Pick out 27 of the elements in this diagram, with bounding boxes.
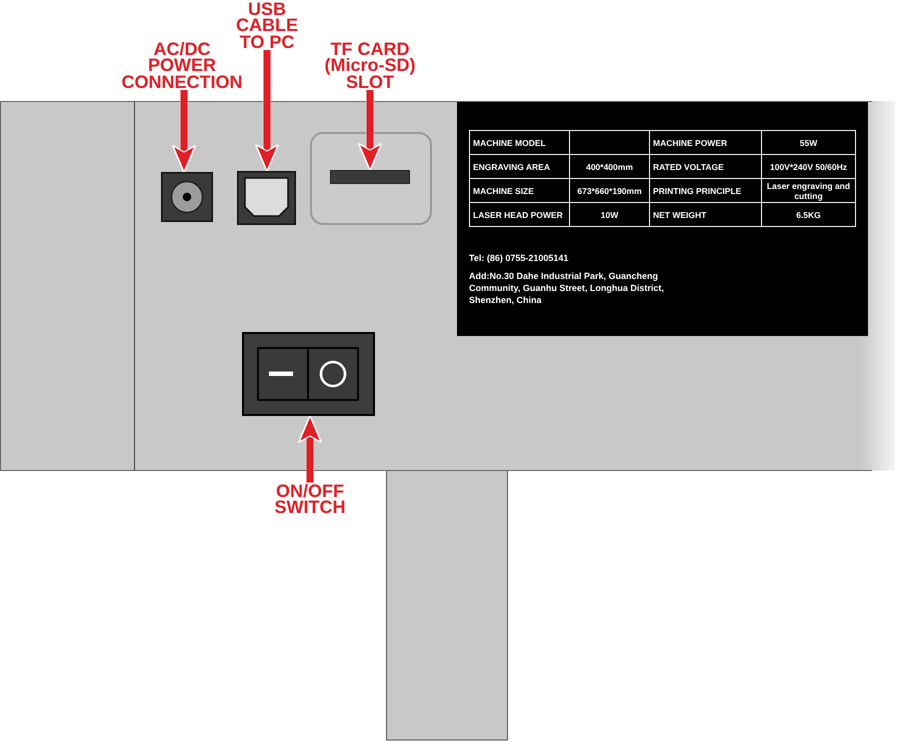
spec-name: RATED VOLTAGE <box>650 154 762 178</box>
spec-name: MACHINE SIZE <box>470 178 570 202</box>
callout-label: TF CARD (Micro-SD) SLOT <box>319 40 421 90</box>
spec-value: 6.5KG <box>762 202 856 226</box>
card-slot <box>330 170 410 184</box>
arrow <box>358 90 382 171</box>
arrow <box>298 415 322 482</box>
spec-name: LASER HEAD POWER <box>470 202 570 226</box>
spec-name: NET WEIGHT <box>650 202 762 226</box>
spec-value: 673*660*190mm <box>570 178 650 202</box>
spec-value: 400*400mm <box>570 154 650 178</box>
arrow <box>172 90 196 173</box>
spec-name: MACHINE POWER <box>650 130 762 154</box>
address-text: Add:No.30 Dahe Industrial Park, Guancheng Community, Guanhu Street, Longhua District, Shenzhen, China <box>469 270 665 306</box>
rocker-switch <box>242 332 375 416</box>
spec-value: 100V*240V 50/60Hz <box>762 154 856 178</box>
phone-number: Tel: (86) 0755-21005141 <box>469 252 570 264</box>
arrow <box>255 50 279 172</box>
spec-name: ENGRAVING AREA <box>470 154 570 178</box>
spec-value: 10W <box>570 202 650 226</box>
callout-label: ON/OFF SWITCH <box>271 482 349 516</box>
usb-port <box>237 171 296 225</box>
power-jack <box>161 172 213 222</box>
spec-value: 55W <box>762 130 856 154</box>
spec-name: PRINTING PRINCIPLE <box>650 178 762 202</box>
spec-name: MACHINE MODEL <box>470 130 570 154</box>
spec-value: Laser engraving and cutting <box>762 178 856 202</box>
